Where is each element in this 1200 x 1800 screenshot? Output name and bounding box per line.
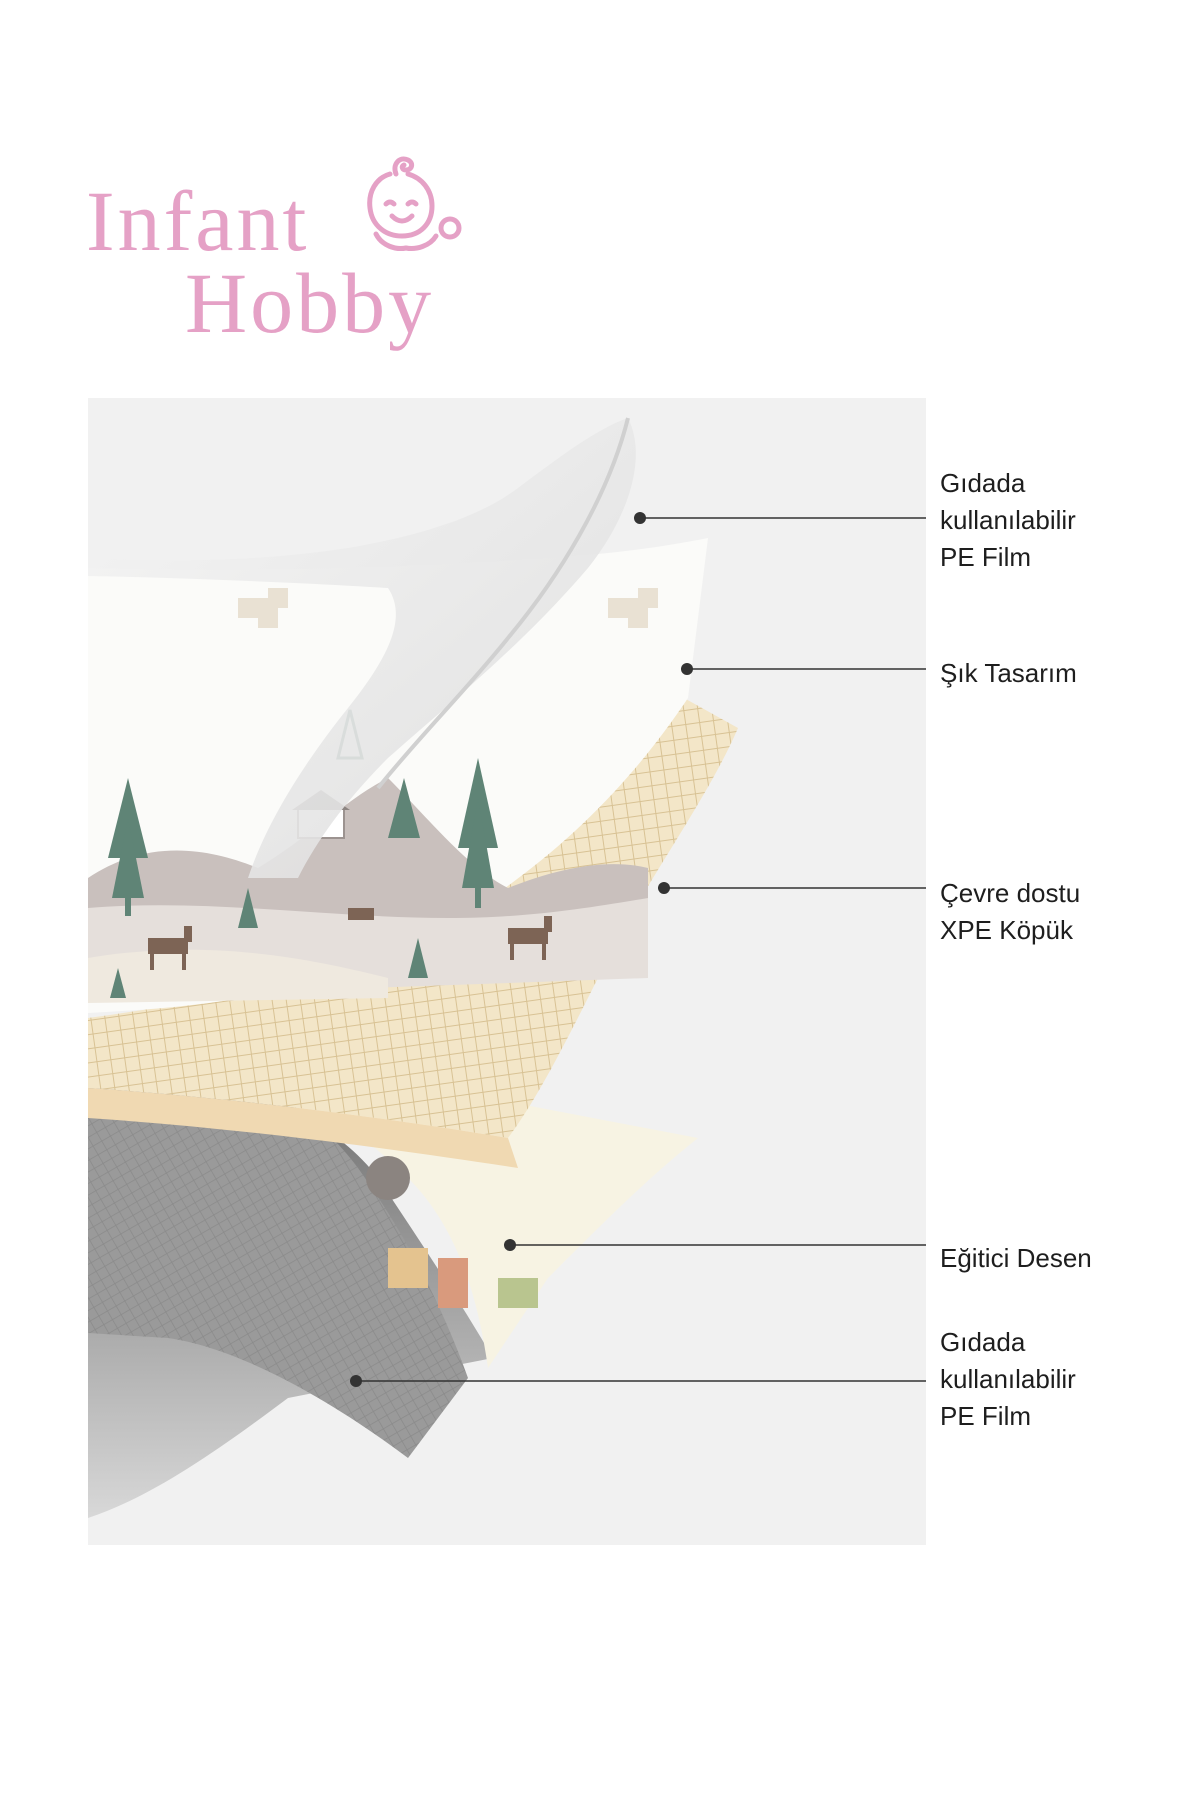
label-design: Şık Tasarım bbox=[940, 655, 1190, 692]
label-bottom-pe-film-line-3: PE Film bbox=[940, 1401, 1031, 1431]
layer-diagram-svg bbox=[88, 398, 926, 1545]
label-top-pe-film-line-1: Gıdada bbox=[940, 468, 1026, 498]
label-pattern-line-1: Eğitici Desen bbox=[940, 1243, 1092, 1273]
leader-dot-foam bbox=[658, 882, 670, 894]
label-top-pe-film: Gıdada kullanılabilir PE Film bbox=[940, 465, 1190, 576]
leader-dot-bottom-film bbox=[350, 1375, 362, 1387]
label-design-line-1: Şık Tasarım bbox=[940, 658, 1077, 688]
landscape-illustration bbox=[88, 588, 658, 1003]
leader-dot-design bbox=[681, 663, 693, 675]
top-film-edge bbox=[376, 417, 630, 790]
label-top-pe-film-line-3: PE Film bbox=[940, 542, 1031, 572]
brand-line-2: Hobby bbox=[185, 255, 435, 351]
pattern-sheet bbox=[208, 1078, 698, 1368]
leader-dot-top-film bbox=[634, 512, 646, 524]
top-pe-film bbox=[88, 418, 636, 878]
label-bottom-pe-film: Gıdada kullanılabilir PE Film bbox=[940, 1324, 1190, 1435]
label-bottom-pe-film-line-1: Gıdada bbox=[940, 1327, 1026, 1357]
label-foam-line-1: Çevre dostu bbox=[940, 878, 1081, 908]
bottom-pe-film bbox=[88, 1068, 468, 1458]
label-bottom-pe-film-line-2: kullanılabilir bbox=[940, 1364, 1076, 1394]
leader-dots bbox=[350, 512, 693, 1387]
label-foam-line-2: XPE Köpük bbox=[940, 915, 1073, 945]
leader-dot-pattern bbox=[504, 1239, 516, 1251]
brand-logo: Infant Hobby bbox=[80, 150, 480, 350]
leader-lines bbox=[356, 517, 926, 1382]
layer-diagram bbox=[88, 398, 926, 1545]
baby-face-icon bbox=[367, 156, 462, 251]
label-pattern: Eğitici Desen bbox=[940, 1240, 1190, 1277]
label-top-pe-film-line-2: kullanılabilir bbox=[940, 505, 1076, 535]
foam-edge bbox=[88, 1088, 518, 1168]
label-foam: Çevre dostu XPE Köpük bbox=[940, 875, 1190, 949]
brand-line-1: Infant bbox=[86, 173, 310, 269]
